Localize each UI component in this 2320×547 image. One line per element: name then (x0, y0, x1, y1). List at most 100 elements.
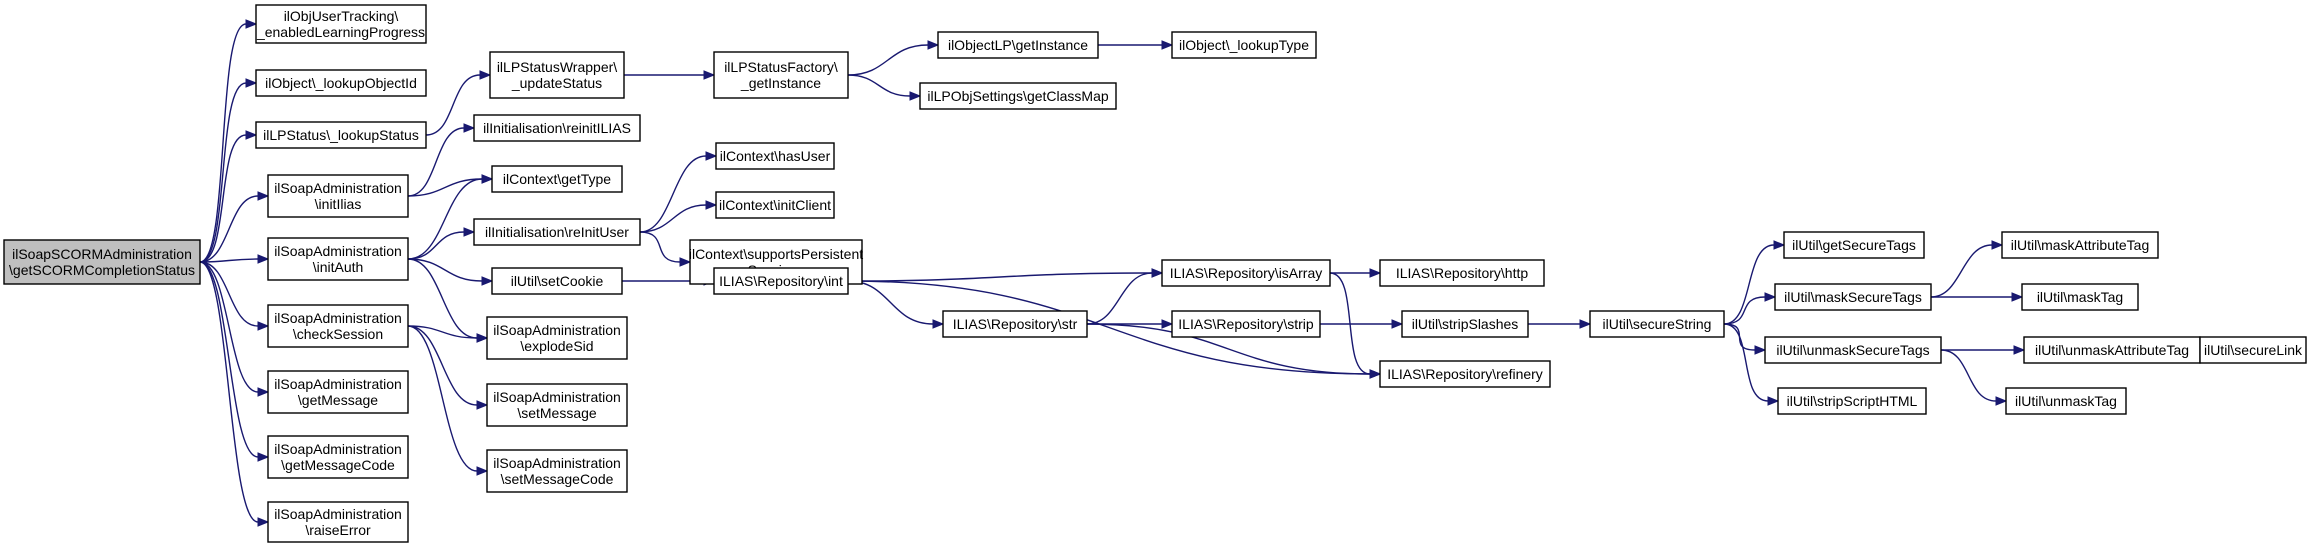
edge-check-session-to-explode-sid (407, 325, 478, 339)
node-box (486, 383, 628, 427)
node-label: ilSoapAdministration (274, 441, 402, 457)
node-mask-tag[interactable]: ilUtil\maskTag (2021, 283, 2139, 311)
node-secure-string[interactable]: ilUtil\secureString (1589, 310, 1725, 338)
node-set-cookie[interactable]: ilUtil\setCookie (491, 267, 623, 295)
node-box (1171, 310, 1321, 338)
node-init-auth[interactable]: ilSoapAdministration\initAuth (267, 237, 409, 281)
node-label: ilInitialisation\reinitILIAS (483, 120, 631, 136)
arrowhead (2011, 292, 2024, 302)
node-strip-slashes[interactable]: ilUtil\stripSlashes (1401, 310, 1529, 338)
edge-root-to-lookup-status (199, 134, 247, 263)
edge-repo-int-to-repo-str (847, 280, 934, 325)
node-box (937, 31, 1099, 59)
node-box (1774, 283, 1932, 311)
arrowhead (463, 123, 476, 133)
node-set-message-code[interactable]: ilSoapAdministration\setMessageCode (486, 449, 628, 493)
node-box (473, 218, 641, 246)
node-mask-secure-tags[interactable]: ilUtil\maskSecureTags (1774, 283, 1932, 311)
node-update-status[interactable]: ilLPStatusWrapper\_updateStatus (489, 51, 625, 99)
node-mask-attribute-tag[interactable]: ilUtil\maskAttributeTag (2001, 231, 2159, 259)
node-box (473, 114, 641, 142)
node-raise-error[interactable]: ilSoapAdministration\raiseError (267, 501, 409, 543)
node-track[interactable]: ilObjUserTracking\_enabledLearningProgre… (255, 4, 427, 44)
node-lookup-status[interactable]: ilLPStatus\_lookupStatus (255, 121, 427, 149)
node-box (486, 316, 628, 360)
node-box (267, 237, 409, 281)
node-get-class-map[interactable]: ilLPObjSettings\getClassMap (919, 82, 1117, 110)
node-is-array[interactable]: ILIAS\Repository\isArray (1161, 259, 1331, 287)
edge-factory-get-instance-to-obj-lpget-instance (847, 44, 929, 76)
node-lookup-type[interactable]: ilObject\_lookupType (1171, 31, 1317, 59)
node-label: ilObjectLP\getInstance (948, 37, 1088, 53)
arrowhead (476, 333, 489, 343)
edge-check-session-to-set-message-code (407, 325, 478, 472)
node-repo-str[interactable]: ILIAS\Repository\str (942, 310, 1088, 338)
node-box (919, 82, 1117, 110)
node-obj-lpget-instance[interactable]: ilObjectLP\getInstance (937, 31, 1099, 59)
arrowhead (476, 400, 489, 410)
node-get-message-code[interactable]: ilSoapAdministration\getMessageCode (267, 435, 409, 479)
node-unmask-secure-tags[interactable]: ilUtil\unmaskSecureTags (1764, 336, 1942, 364)
node-check-session[interactable]: ilSoapAdministration\checkSession (267, 304, 409, 348)
node-box (267, 174, 409, 218)
node-box (486, 449, 628, 493)
node-box (267, 370, 409, 414)
node-root[interactable]: ilSoapSCORMAdministration\getSCORMComple… (3, 239, 201, 285)
arrowhead (1991, 240, 2004, 250)
arrowhead (245, 19, 258, 29)
arrowhead (909, 91, 922, 101)
node-label: ilInitialisation\reInitUser (485, 224, 629, 240)
edge-root-to-get-message-code (199, 261, 259, 458)
arrowhead (705, 151, 718, 161)
node-label: ilUtil\unmaskAttributeTag (2035, 342, 2189, 358)
node-factory-get-instance[interactable]: ilLPStatusFactory\_getInstance (713, 51, 849, 99)
arrowhead (481, 276, 494, 286)
arrowhead (245, 130, 258, 140)
node-box (1171, 31, 1317, 59)
node-has-user[interactable]: ilContext\hasUser (715, 142, 835, 170)
node-box (715, 191, 835, 219)
node-reinit-ilias[interactable]: ilInitialisation\reinitILIAS (473, 114, 641, 142)
edge-root-to-init-ilias (199, 195, 259, 263)
arrowhead (1161, 40, 1174, 50)
node-label: ilLPObjSettings\getClassMap (927, 88, 1109, 104)
node-label: ilObject\_lookupObjectId (265, 75, 417, 91)
node-re-init-user[interactable]: ilInitialisation\reInitUser (473, 218, 641, 246)
edge-repo-int-to-refinery (847, 280, 1371, 375)
edge-repo-int-to-is-array (847, 272, 1153, 282)
node-box (713, 51, 849, 99)
node-get-message[interactable]: ilSoapAdministration\getMessage (267, 370, 409, 414)
node-init-ilias[interactable]: ilSoapAdministration\initIlias (267, 174, 409, 218)
node-label: ilUtil\maskAttributeTag (2011, 237, 2150, 253)
node-set-message[interactable]: ilSoapAdministration\setMessage (486, 383, 628, 427)
node-unmask-tag[interactable]: ilUtil\unmaskTag (2005, 387, 2127, 415)
arrowhead (703, 70, 716, 80)
node-repo-int[interactable]: ILIAS\Repository\int (713, 267, 849, 295)
node-get-secure-tags[interactable]: ilUtil\getSecureTags (1783, 231, 1925, 259)
node-repo-strip[interactable]: ILIAS\Repository\strip (1171, 310, 1321, 338)
node-label: ilSoapAdministration (274, 506, 402, 522)
edge-repo-str-to-refinery (1086, 323, 1371, 375)
node-secure-link[interactable]: ilUtil\secureLink (2199, 336, 2307, 364)
node-label: ilUtil\secureLink (2204, 342, 2303, 358)
node-init-client[interactable]: ilContext\initClient (715, 191, 835, 219)
node-label: ilUtil\secureString (1603, 316, 1712, 332)
node-label: ILIAS\Repository\strip (1178, 316, 1314, 332)
node-label: \setMessage (517, 405, 597, 421)
node-label: ilLPStatus\_lookupStatus (263, 127, 419, 143)
node-explode-sid[interactable]: ilSoapAdministration\explodeSid (486, 316, 628, 360)
node-box (1379, 360, 1551, 388)
node-box (1379, 259, 1545, 287)
node-get-type[interactable]: ilContext\getType (491, 165, 623, 193)
node-lookup-obj-id[interactable]: ilObject\_lookupObjectId (255, 69, 427, 97)
arrowhead (1579, 319, 1592, 329)
node-refinery[interactable]: ILIAS\Repository\refinery (1379, 360, 1551, 388)
arrowhead (481, 174, 494, 184)
node-http[interactable]: ILIAS\Repository\http (1379, 259, 1545, 287)
node-label: ilContext\supportsPersistent (689, 246, 863, 262)
node-strip-script-html[interactable]: ilUtil\stripScriptHTML (1777, 387, 1927, 415)
node-label: \explodeSid (520, 338, 593, 354)
arrowhead (932, 319, 945, 329)
node-unmask-attribute-tag[interactable]: ilUtil\unmaskAttributeTag (2023, 336, 2201, 364)
edge-init-auth-to-re-init-user (407, 231, 465, 260)
